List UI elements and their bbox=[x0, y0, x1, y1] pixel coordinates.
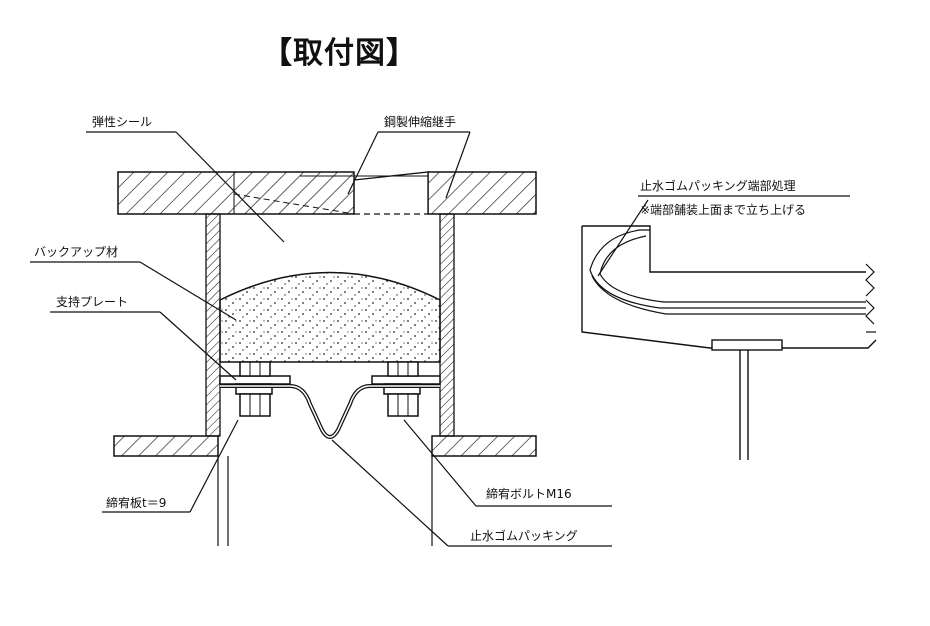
leader-lines bbox=[30, 131, 612, 547]
label-end-treatment: 止水ゴムパッキング端部処理 bbox=[640, 178, 796, 193]
label-backup-material: バックアップ材 bbox=[34, 245, 118, 259]
label-clamp-bolt: 締宥ボルトM16 bbox=[486, 486, 572, 501]
bottom-slab-left bbox=[113, 435, 219, 457]
backup-material-fill bbox=[219, 271, 441, 363]
label-steel-joint: 鋼製伸縮継手 bbox=[384, 114, 456, 129]
page-title: 【取付図】 bbox=[262, 36, 417, 71]
label-elastic-seal: 弾性シール bbox=[92, 115, 152, 129]
deck-outline bbox=[581, 226, 877, 349]
label-support-plate: 支持プレート bbox=[56, 294, 128, 309]
support-plate-right bbox=[371, 375, 441, 385]
top-slab-right bbox=[427, 171, 537, 215]
right-web bbox=[439, 213, 455, 437]
label-waterstop-rubber: 止水ゴムパッキング bbox=[470, 528, 578, 543]
end-treatment-detail bbox=[581, 195, 877, 460]
bolt-left bbox=[235, 361, 273, 417]
main-section-drawing bbox=[113, 171, 537, 546]
label-clamp-plate: 締宥板t＝9 bbox=[106, 495, 166, 510]
bottom-slab-right bbox=[431, 435, 537, 457]
left-web bbox=[205, 213, 221, 437]
support-plate-left bbox=[219, 375, 291, 385]
rubber-end-curve bbox=[589, 229, 866, 309]
slab-gap bbox=[353, 171, 429, 214]
label-end-treatment-note: ※端部舗装上面まで立ち上げる bbox=[640, 202, 806, 217]
bolt-right bbox=[383, 361, 421, 417]
